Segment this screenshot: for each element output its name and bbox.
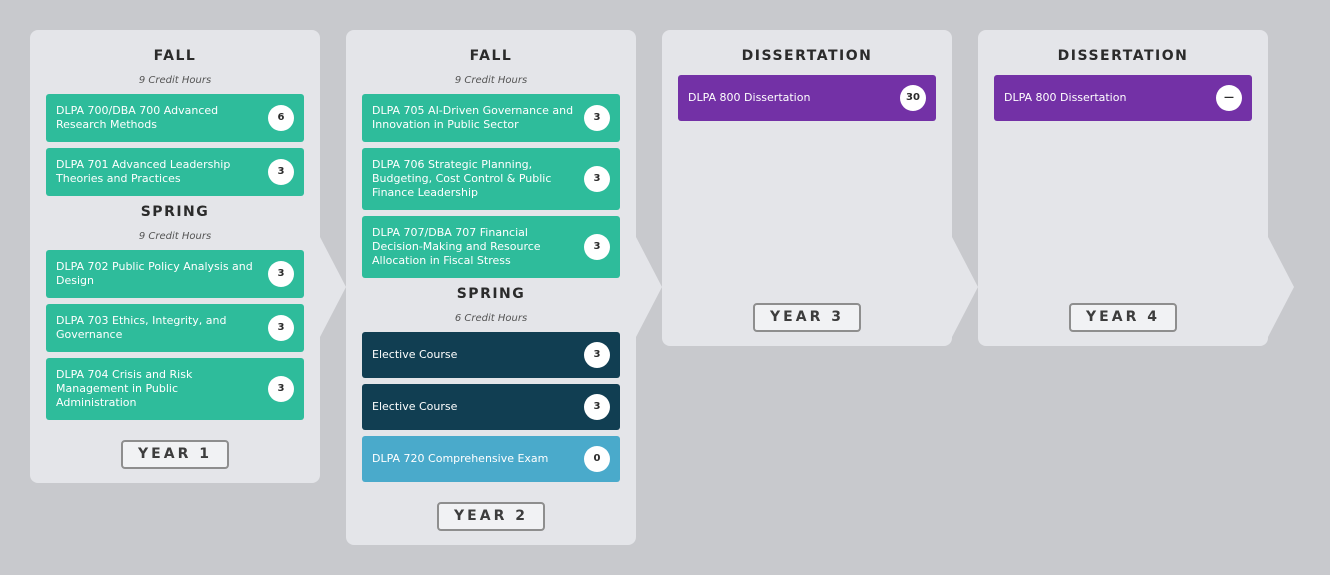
term-title-dissertation: DISSERTATION — [741, 48, 873, 64]
credit-badge: 3 — [584, 166, 610, 192]
year-3-card: DISSERTATION DLPA 800 Dissertation 30 YE… — [662, 30, 978, 346]
term-title-spring: SPRING — [140, 204, 210, 220]
course-card[interactable]: DLPA 705 AI-Driven Governance and Innova… — [362, 94, 620, 142]
course-name: DLPA 707/DBA 707 Financial Decision-Maki… — [372, 226, 541, 267]
course-card[interactable]: DLPA 703 Ethics, Integrity, and Governan… — [46, 304, 304, 352]
course-card[interactable]: DLPA 800 Dissertation 30 — [678, 75, 936, 121]
term-title-fall: FALL — [153, 48, 197, 64]
course-name: DLPA 701 Advanced Leadership Theories an… — [56, 158, 231, 185]
course-card[interactable]: Elective Course 3 — [362, 384, 620, 430]
credit-badge: 30 — [900, 85, 926, 111]
chevron-right-icon — [952, 237, 978, 337]
credit-badge: 3 — [584, 105, 610, 131]
course-name: DLPA 700/DBA 700 Advanced Research Metho… — [56, 104, 219, 131]
year-label: YEAR 3 — [753, 303, 861, 332]
year-1-card: FALL 9 Credit Hours DLPA 700/DBA 700 Adv… — [30, 30, 346, 483]
credit-badge: 3 — [268, 261, 294, 287]
course-card[interactable]: DLPA 800 Dissertation — — [994, 75, 1252, 121]
year-4-card: DISSERTATION DLPA 800 Dissertation — YEA… — [978, 30, 1294, 346]
course-name: Elective Course — [372, 400, 458, 413]
year-label: YEAR 2 — [437, 502, 545, 531]
term-credit-hours: 9 Credit Hours — [138, 231, 212, 242]
term-credit-hours: 9 Credit Hours — [454, 75, 528, 86]
course-name: DLPA 702 Public Policy Analysis and Desi… — [56, 260, 253, 287]
chevron-right-icon — [636, 237, 662, 337]
course-name: DLPA 703 Ethics, Integrity, and Governan… — [56, 314, 227, 341]
credit-badge: 0 — [584, 446, 610, 472]
chevron-right-icon — [320, 237, 346, 337]
term-title-spring: SPRING — [456, 286, 526, 302]
credit-badge: — — [1216, 85, 1242, 111]
course-card[interactable]: DLPA 700/DBA 700 Advanced Research Metho… — [46, 94, 304, 142]
course-name: DLPA 800 Dissertation — [1004, 91, 1127, 104]
course-card[interactable]: Elective Course 3 — [362, 332, 620, 378]
year-label: YEAR 4 — [1069, 303, 1177, 332]
course-card[interactable]: DLPA 706 Strategic Planning, Budgeting, … — [362, 148, 620, 210]
credit-badge: 3 — [268, 315, 294, 341]
course-card[interactable]: DLPA 707/DBA 707 Financial Decision-Maki… — [362, 216, 620, 278]
credit-badge: 6 — [268, 105, 294, 131]
course-name: DLPA 706 Strategic Planning, Budgeting, … — [372, 158, 552, 199]
year-label: YEAR 1 — [121, 440, 229, 469]
term-credit-hours: 9 Credit Hours — [138, 75, 212, 86]
course-name: DLPA 704 Crisis and Risk Management in P… — [56, 368, 193, 409]
term-title-dissertation: DISSERTATION — [1057, 48, 1189, 64]
course-name: DLPA 705 AI-Driven Governance and Innova… — [372, 104, 574, 131]
chevron-right-icon — [1268, 237, 1294, 337]
term-title-fall: FALL — [469, 48, 513, 64]
credit-badge: 3 — [584, 342, 610, 368]
credit-badge: 3 — [584, 394, 610, 420]
credit-badge: 3 — [584, 234, 610, 260]
course-card[interactable]: DLPA 720 Comprehensive Exam 0 — [362, 436, 620, 482]
year-2-card: FALL 9 Credit Hours DLPA 705 AI-Driven G… — [346, 30, 662, 545]
course-card[interactable]: DLPA 702 Public Policy Analysis and Desi… — [46, 250, 304, 298]
credit-badge: 3 — [268, 376, 294, 402]
course-card[interactable]: DLPA 701 Advanced Leadership Theories an… — [46, 148, 304, 196]
credit-badge: 3 — [268, 159, 294, 185]
term-credit-hours: 6 Credit Hours — [454, 313, 528, 324]
course-name: DLPA 720 Comprehensive Exam — [372, 452, 549, 465]
course-card[interactable]: DLPA 704 Crisis and Risk Management in P… — [46, 358, 304, 420]
course-name: DLPA 800 Dissertation — [688, 91, 811, 104]
course-name: Elective Course — [372, 348, 458, 361]
